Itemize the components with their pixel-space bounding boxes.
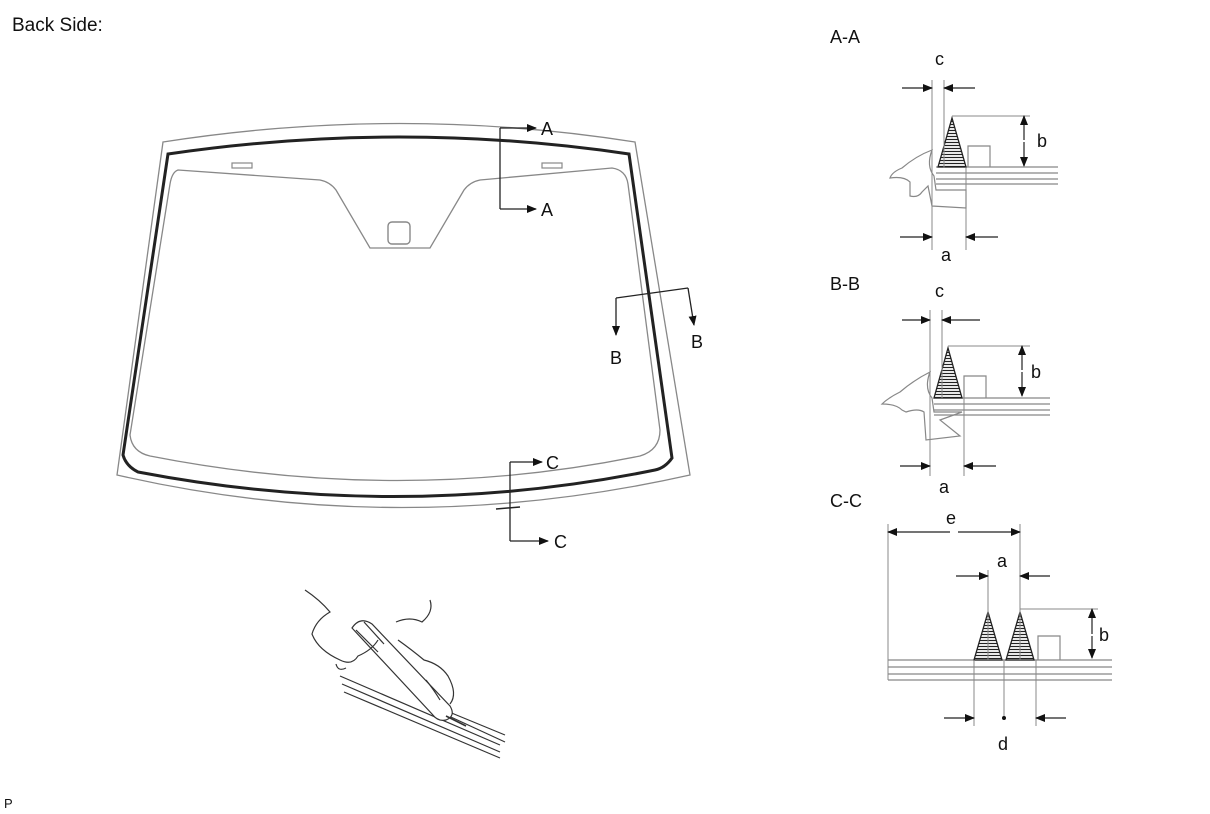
section-aa-dim-a: a	[941, 245, 952, 265]
section-aa: A-A c b a	[830, 27, 1058, 265]
adhesive-application-illustration	[304, 589, 506, 759]
section-cc-dim-d: d	[998, 734, 1008, 754]
top-clip-left	[231, 162, 253, 169]
section-cc: C-C e a b d	[830, 491, 1112, 754]
section-line-b	[612, 287, 697, 336]
sensor-mount	[387, 221, 411, 245]
section-bb-dim-c: c	[935, 281, 944, 301]
section-bb-dim-b: b	[1031, 362, 1041, 382]
section-aa-title: A-A	[830, 27, 860, 47]
section-aa-dim-b: b	[1037, 131, 1047, 151]
section-cc-title: C-C	[830, 491, 862, 511]
bottom-marker	[495, 506, 521, 510]
corner-mark: P	[4, 796, 13, 811]
windshield-view: A A B B C C	[116, 119, 703, 552]
top-clip-right	[541, 162, 563, 169]
adhesive-bead	[121, 135, 674, 498]
section-mark-b-left: B	[610, 348, 622, 368]
section-bb-title: B-B	[830, 274, 860, 294]
section-cc-dim-a: a	[997, 551, 1008, 571]
section-line-a	[499, 124, 537, 213]
section-aa-bead	[937, 115, 967, 168]
section-cc-dim-e: e	[946, 508, 956, 528]
section-mark-c-bottom: C	[554, 532, 567, 552]
section-mark-b-right: B	[691, 332, 703, 352]
windshield-outer-edge	[116, 122, 691, 509]
section-bb: B-B c b a	[830, 274, 1050, 497]
section-mark-c-top: C	[546, 453, 559, 473]
inner-border-line	[129, 167, 661, 482]
section-mark-a-top: A	[541, 119, 553, 139]
page-title: Back Side:	[12, 15, 103, 36]
section-line-c	[509, 458, 549, 545]
section-bb-dim-a: a	[939, 477, 950, 497]
section-aa-dim-c: c	[935, 49, 944, 69]
section-mark-a-bottom: A	[541, 200, 553, 220]
section-bb-bead	[933, 345, 963, 399]
section-cc-dim-b: b	[1099, 625, 1109, 645]
